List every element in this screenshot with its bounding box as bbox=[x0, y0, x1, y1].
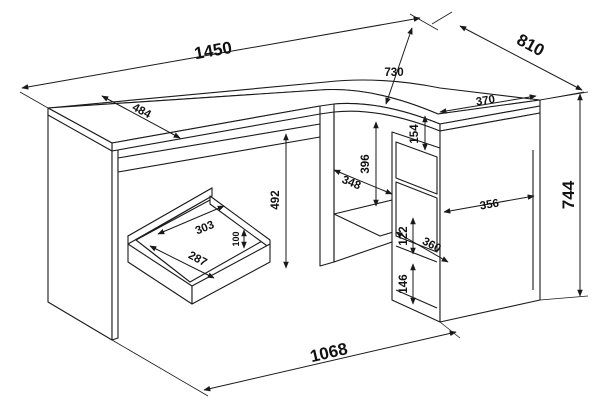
cabinet-side bbox=[439, 112, 541, 323]
label-356: 356 bbox=[479, 197, 500, 212]
label-396: 396 bbox=[360, 154, 372, 173]
label-146: 146 bbox=[398, 274, 410, 293]
label-100: 100 bbox=[231, 231, 241, 246]
label-810: 810 bbox=[514, 30, 548, 60]
label-122: 122 bbox=[398, 226, 410, 245]
dim-line-810 bbox=[459, 25, 583, 91]
label-370: 370 bbox=[475, 94, 496, 109]
label-154: 154 bbox=[409, 124, 421, 144]
label-492: 492 bbox=[270, 190, 282, 209]
center-column bbox=[319, 111, 335, 267]
tray-front-side bbox=[191, 243, 271, 305]
desktop-left-edge bbox=[47, 107, 113, 152]
left-panel-front-edge bbox=[111, 147, 119, 341]
dim-line-484 bbox=[101, 95, 181, 139]
dim-line-1068 bbox=[203, 330, 457, 392]
column-inner-line bbox=[333, 112, 393, 263]
label-730: 730 bbox=[384, 67, 403, 79]
dim-line-370 bbox=[439, 94, 537, 114]
dim-line-356 bbox=[443, 194, 535, 214]
label-1450: 1450 bbox=[193, 38, 234, 63]
dim-line-348 bbox=[333, 169, 393, 195]
label-348: 348 bbox=[340, 174, 363, 193]
dim-line-287 bbox=[149, 245, 215, 279]
label-1068: 1068 bbox=[308, 339, 349, 366]
upper-drawer-front bbox=[395, 141, 438, 195]
dim-line-360 bbox=[395, 231, 449, 263]
dim-line-730 bbox=[385, 27, 413, 105]
label-744: 744 bbox=[559, 180, 578, 209]
dim-line-303 bbox=[157, 205, 225, 235]
dim-line-1450 bbox=[21, 16, 421, 90]
